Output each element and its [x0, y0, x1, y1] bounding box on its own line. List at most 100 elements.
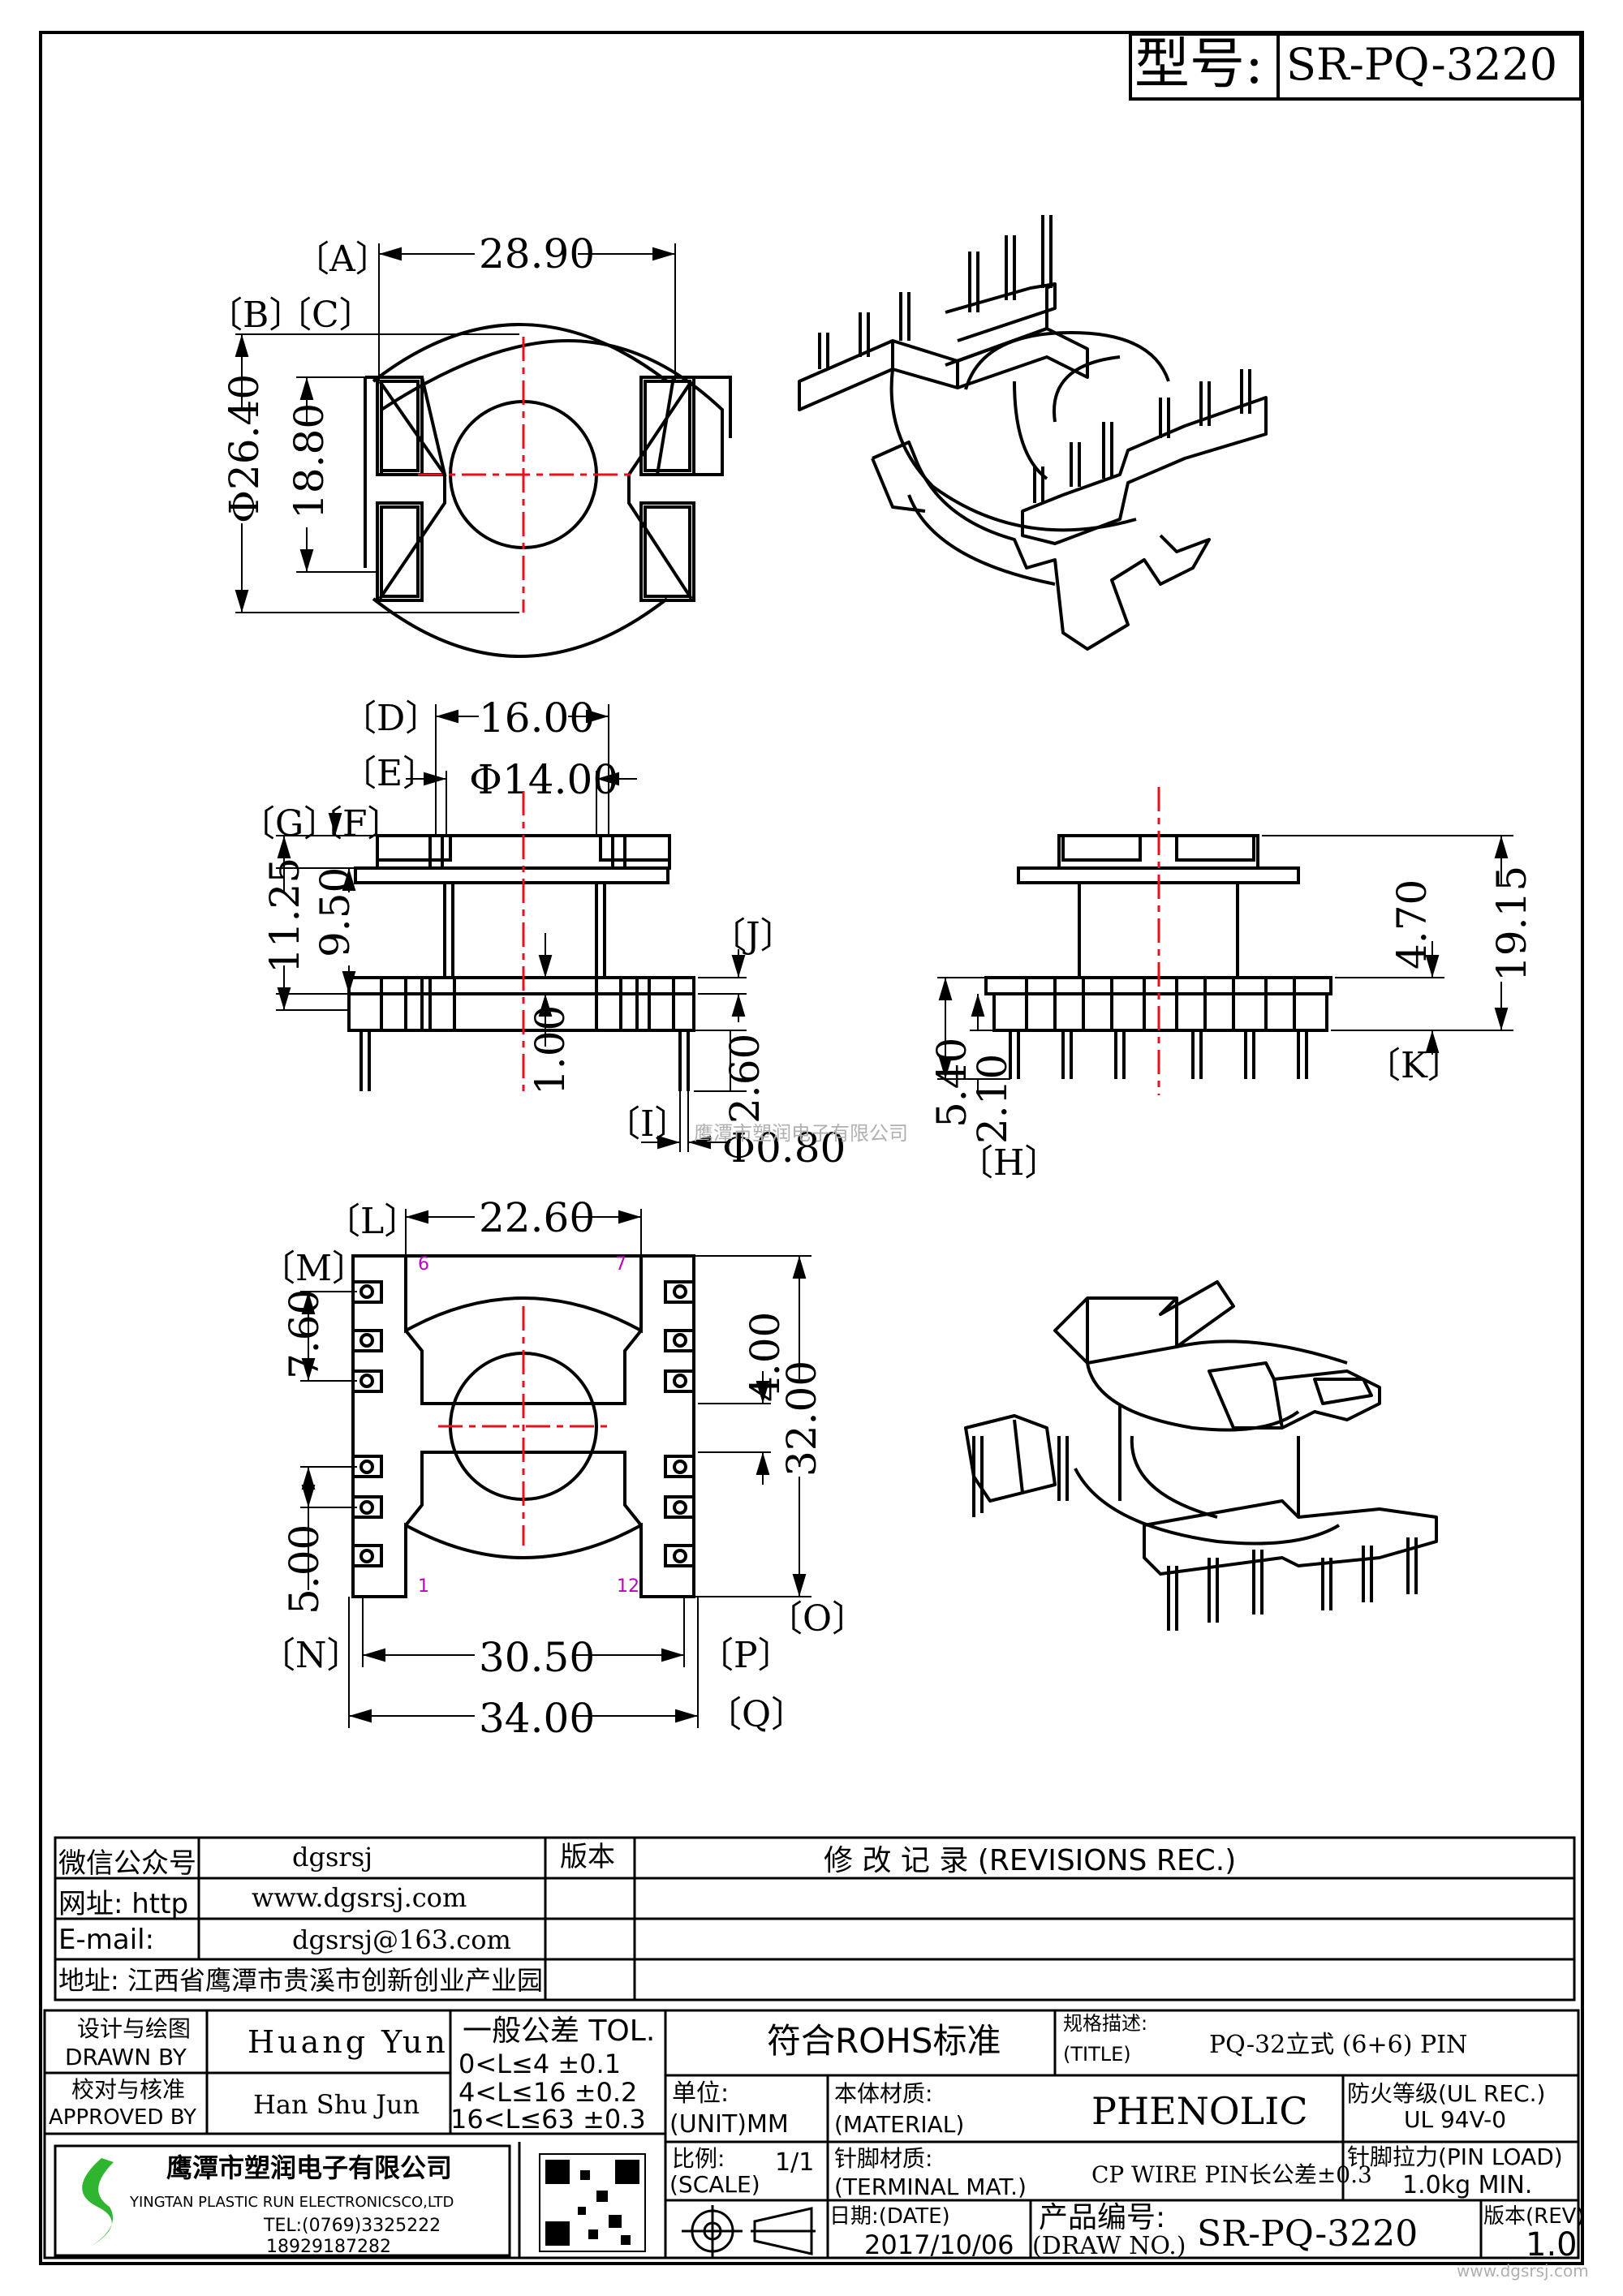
- dim-q: 34.00: [479, 1695, 595, 1742]
- sheet-border: [39, 31, 1584, 2265]
- company-tel: TEL:(0769)3325222: [263, 2216, 441, 2236]
- tag-g: 〔G〕: [239, 803, 339, 845]
- tag-a: 〔A〕: [294, 239, 391, 280]
- pin-label-6: 6: [418, 1254, 429, 1275]
- email-value: dgsrsj@163.com: [292, 1924, 511, 1955]
- scale-value: 1/1: [775, 2148, 814, 2177]
- model-value: SR-PQ-3220: [1286, 39, 1557, 90]
- tag-k: 〔K〕: [1365, 1045, 1463, 1086]
- front-view-dimensions: [937, 835, 1513, 1091]
- dim-pin-length: 2.60: [721, 1034, 768, 1124]
- dim-n: 5.00: [281, 1524, 328, 1615]
- company-phone: 18929187282: [266, 2237, 391, 2257]
- pinload-label: 针脚拉力(PIN LOAD): [1347, 2143, 1563, 2170]
- drawno-en: (DRAW NO.): [1032, 2232, 1186, 2260]
- watermark-text: 鹰潭市塑润电子有限公司: [694, 1122, 908, 1145]
- drawno-label: 产品编号:: [1039, 2201, 1165, 2234]
- tolerance-row-2: 4<L≤16 ±0.2: [458, 2077, 637, 2108]
- unit-value: (UNIT)MM: [669, 2110, 789, 2139]
- address-text: 地址: 江西省鹰潭市贵溪市创新创业产业园: [58, 1965, 543, 1996]
- tag-m: 〔M〕: [260, 1248, 368, 1289]
- designer-name: Huang Yun: [248, 2024, 449, 2060]
- tag-l: 〔L〕: [325, 1201, 420, 1242]
- fire-label: 防火等级(UL REC.): [1347, 2080, 1545, 2107]
- side-view-dimensions: [276, 704, 747, 1152]
- tag-d: 〔D〕: [341, 698, 441, 739]
- tag-o: 〔O〕: [767, 1598, 867, 1640]
- material-value: PHENOLIC: [1091, 2089, 1308, 2133]
- email-label: E-mail:: [58, 1924, 154, 1956]
- tag-e: 〔E〕: [341, 753, 438, 794]
- dim-l: 22.60: [479, 1194, 595, 1241]
- tag-p: 〔P〕: [698, 1635, 794, 1676]
- projection-symbol-icon: [682, 2205, 816, 2257]
- wechat-value: dgsrsj: [292, 1842, 372, 1872]
- tolerance-row-3: 16<L≤63 ±0.3: [450, 2104, 646, 2135]
- tolerance-title: 一般公差 TOL.: [463, 2014, 655, 2048]
- dim-e: Φ14.00: [469, 756, 618, 803]
- top-view-centerlines: [418, 337, 633, 613]
- dim-j: 1.00: [527, 1005, 574, 1095]
- drawno-value: SR-PQ-3220: [1197, 2213, 1418, 2255]
- pinload-value: 1.0kg MIN.: [1402, 2171, 1532, 2199]
- approver-cn: 校对与核准: [71, 2076, 185, 2103]
- side-view: [347, 834, 695, 1091]
- dim-i: Φ0.80: [722, 1124, 846, 1172]
- dim-k-small: 4.70: [1388, 879, 1436, 970]
- web-value: www.dgsrsj.com: [252, 1882, 467, 1913]
- tag-c: 〔C〕: [276, 295, 375, 336]
- dim-b: Φ26.40: [221, 374, 268, 523]
- wechat-label: 微信公众号: [58, 1847, 196, 1880]
- fire-value: UL 94V-0: [1404, 2106, 1506, 2133]
- bottom-view-centerlines: [438, 1306, 609, 1546]
- dim-slot: 4.00: [742, 1312, 789, 1402]
- iso-view-bottom: [964, 1280, 1438, 1631]
- material-label: 本体材质:: [834, 2080, 932, 2107]
- spec-value: PQ-32立式 (6+6) PIN: [1209, 2031, 1467, 2059]
- tolerance-row-1: 0<L≤4 ±0.1: [458, 2049, 621, 2079]
- company-logo-icon: [82, 2158, 114, 2247]
- date-label: 日期:(DATE): [829, 2204, 950, 2229]
- dim-h2: 2.10: [969, 1054, 1016, 1144]
- rev-label: 版本(REV): [1483, 2204, 1585, 2229]
- approver-en: APPROVED BY: [49, 2105, 196, 2130]
- pin-label-7: 7: [615, 1254, 626, 1275]
- title-block: [43, 2009, 1580, 2259]
- terminal-en: (TERMINAL MAT.): [834, 2173, 1027, 2200]
- terminal-label: 针脚材质:: [834, 2145, 932, 2172]
- revisions-title: 修 改 记 录 (REVISIONS REC.): [824, 1844, 1236, 1877]
- tag-b: 〔B〕: [207, 295, 304, 336]
- date-value: 2017/10/06: [864, 2229, 1014, 2260]
- terminal-value: CP WIRE PIN长公差±0.3: [1091, 2161, 1372, 2188]
- company-block: 鹰潭市塑润电子有限公司 YINGTAN PLASTIC RUN ELECTRON…: [54, 2144, 646, 2257]
- iso-view-top: [798, 215, 1268, 651]
- unit-label: 单位:: [672, 2079, 729, 2108]
- tag-f: 〔F〕: [307, 803, 403, 845]
- scale-en: (SCALE): [669, 2171, 760, 2198]
- bottom-view-dimensions: [300, 1209, 812, 1728]
- spec-label: 规格描述:: [1063, 2012, 1147, 2035]
- dim-p: 30.50: [479, 1634, 595, 1681]
- model-header: 型号: SR-PQ-3220: [1129, 32, 1582, 101]
- dim-a: 28.90: [479, 230, 595, 277]
- footer-url: www.dgsrsj.com: [1457, 2261, 1589, 2281]
- top-view: [364, 323, 732, 658]
- designer-cn: 设计与绘图: [77, 2015, 191, 2042]
- rohs-text: 符合ROHS标准: [767, 2021, 1001, 2061]
- pin-label-1: 1: [418, 1576, 429, 1597]
- dim-o: 32.00: [778, 1361, 825, 1477]
- company-en: YINGTAN PLASTIC RUN ELECTRONICSCO,LTD: [129, 2194, 454, 2211]
- qr-code-icon: [539, 2153, 646, 2252]
- version-label: 版本: [560, 1841, 615, 1873]
- dim-h1: 5.40: [928, 1038, 975, 1128]
- designer-en: DRAWN BY: [65, 2044, 187, 2070]
- rev-value: 1.0: [1526, 2226, 1578, 2264]
- approver-name: Han Shu Jun: [253, 2089, 420, 2120]
- pin-label-12: 12: [617, 1576, 639, 1597]
- tag-i: 〔I〕: [605, 1103, 690, 1145]
- dim-k: 19.15: [1488, 866, 1535, 982]
- tag-q: 〔Q〕: [706, 1694, 807, 1735]
- tag-h: 〔H〕: [958, 1142, 1060, 1184]
- dim-d: 16.00: [479, 694, 595, 742]
